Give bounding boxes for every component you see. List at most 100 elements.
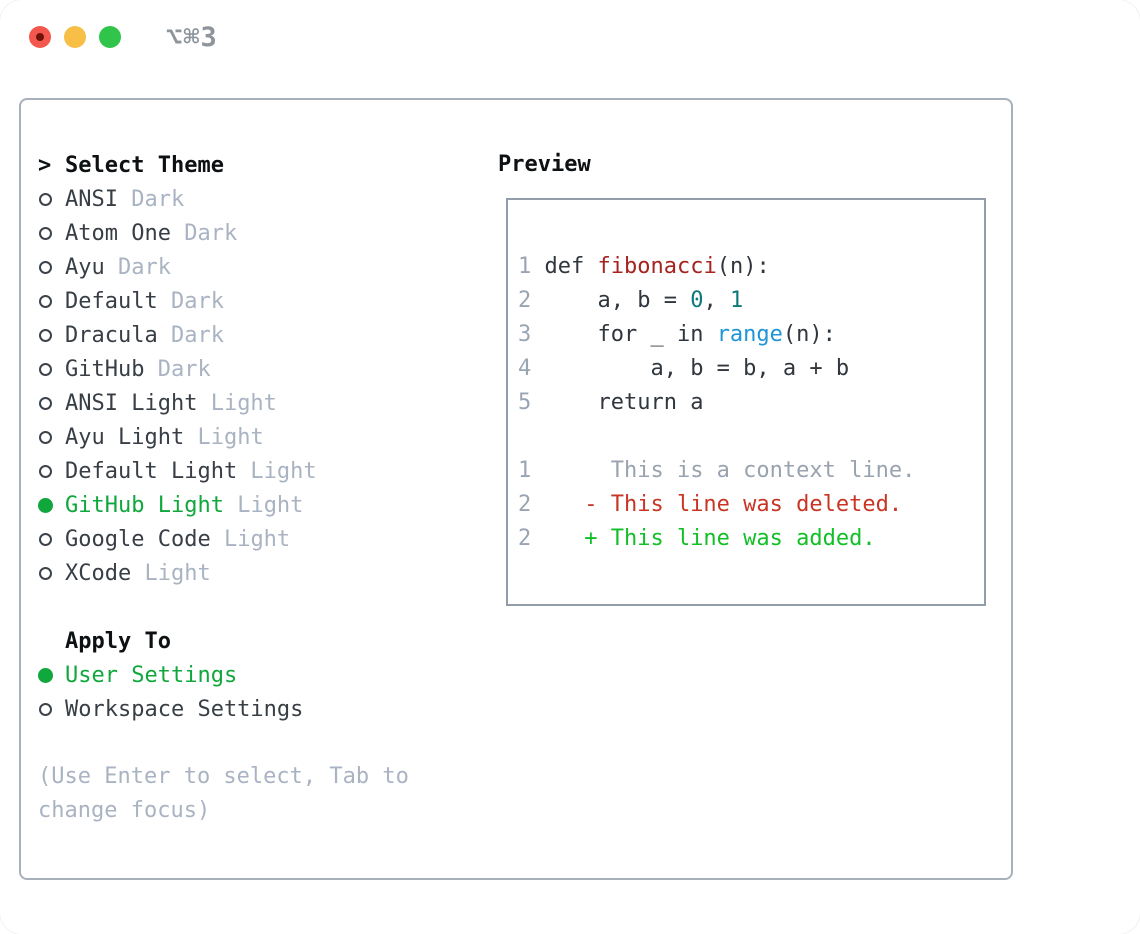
- code-segment: (n):: [782, 322, 836, 347]
- theme-option[interactable]: Ayu Dark: [38, 250, 478, 284]
- preview-title: Preview: [498, 152, 591, 177]
- code-segment: + This line was added.: [531, 526, 876, 551]
- zoom-button[interactable]: [99, 26, 121, 48]
- option-variant: Dark: [144, 356, 211, 382]
- apply-to-option[interactable]: Workspace Settings: [38, 692, 478, 726]
- preview-line: 4 a, b = b, a + b: [518, 352, 984, 386]
- option-label: GitHub Light: [65, 492, 224, 518]
- line-number: 2: [518, 526, 532, 551]
- hint-line-1: (Use Enter to select, Tab to: [38, 764, 409, 789]
- option-label: ANSI Light: [65, 390, 198, 416]
- option-variant: Light: [237, 458, 317, 484]
- select-theme-title: Select Theme: [65, 152, 224, 178]
- option-variant: Light: [131, 560, 211, 586]
- radio-selected-icon: [38, 497, 53, 513]
- radio-slot: [38, 430, 65, 444]
- line-number: 5: [518, 390, 532, 415]
- theme-option[interactable]: XCode Light: [38, 556, 478, 590]
- line-number: 1: [518, 254, 532, 279]
- code-segment: 0: [690, 288, 704, 313]
- line-number: 2: [518, 492, 532, 517]
- close-button[interactable]: [29, 26, 51, 48]
- code-segment: (n):: [716, 254, 770, 279]
- radio-slot: [38, 702, 65, 716]
- select-theme-header: > Select Theme: [38, 148, 478, 182]
- radio-icon: [39, 702, 52, 716]
- radio-icon: [39, 362, 52, 376]
- radio-slot: [38, 464, 65, 478]
- focus-caret-icon: >: [38, 152, 52, 178]
- code-segment: This is a context line.: [531, 458, 916, 483]
- option-label: Ayu Light: [65, 424, 185, 450]
- radio-icon: [39, 328, 52, 342]
- theme-option[interactable]: Google Code Light: [38, 522, 478, 556]
- radio-slot: [38, 294, 65, 308]
- radio-icon: [39, 192, 52, 206]
- theme-option[interactable]: Atom One Dark: [38, 216, 478, 250]
- radio-slot: [38, 566, 65, 580]
- radio-icon: [39, 260, 52, 274]
- option-label: XCode: [65, 560, 132, 586]
- preview-line: 2 a, b = 0, 1: [518, 284, 984, 318]
- radio-selected-icon: [38, 667, 53, 683]
- option-variant: Light: [210, 526, 291, 552]
- theme-option[interactable]: Default Dark: [38, 284, 478, 318]
- option-label: Default Light: [65, 458, 238, 484]
- option-variant: Light: [223, 492, 304, 518]
- theme-option[interactable]: Default Light Light: [38, 454, 478, 488]
- theme-option[interactable]: GitHub Dark: [38, 352, 478, 386]
- radio-icon: [39, 396, 52, 410]
- radio-icon: [39, 532, 52, 546]
- code-segment: range: [716, 322, 783, 347]
- code-segment: return a: [531, 390, 704, 415]
- radio-slot: [38, 497, 65, 513]
- option-label: Workspace Settings: [65, 696, 304, 722]
- preview-line: 1 This is a context line.: [518, 454, 984, 488]
- radio-slot: [38, 192, 65, 206]
- option-variant: Light: [184, 424, 264, 450]
- code-segment: a, b =: [531, 288, 691, 313]
- radio-icon: [39, 464, 52, 478]
- option-variant: Dark: [157, 288, 224, 314]
- theme-option[interactable]: ANSI Dark: [38, 182, 478, 216]
- code-segment: def: [531, 254, 598, 279]
- preview-line: 3 for _ in range(n):: [518, 318, 984, 352]
- apply-to-title: Apply To: [65, 628, 171, 654]
- option-label: User Settings: [65, 662, 238, 688]
- code-segment: 1: [729, 288, 744, 313]
- line-number: 1: [518, 458, 532, 483]
- radio-slot: [38, 362, 65, 376]
- radio-slot: [38, 328, 65, 342]
- apply-to-option[interactable]: User Settings: [38, 658, 478, 692]
- window-shortcut-label: ⌥⌘3: [166, 22, 218, 53]
- code-segment: ,: [703, 288, 730, 313]
- preview-line: 2 - This line was deleted.: [518, 488, 984, 522]
- option-label: ANSI: [65, 186, 118, 212]
- code-segment: - This line was deleted.: [531, 492, 903, 517]
- minimize-button[interactable]: [64, 26, 86, 48]
- hint-text: (Use Enter to select, Tab to change focu…: [38, 760, 478, 828]
- code-segment: a, b = b, a + b: [531, 356, 850, 381]
- option-variant: Light: [197, 390, 277, 416]
- radio-icon: [39, 226, 52, 240]
- preview-line: 2 + This line was added.: [518, 522, 984, 556]
- focus-marker-slot: >: [38, 153, 65, 178]
- theme-option[interactable]: ANSI Light Light: [38, 386, 478, 420]
- titlebar: ⌥⌘3: [0, 0, 1140, 74]
- theme-option[interactable]: Dracula Dark: [38, 318, 478, 352]
- theme-option[interactable]: GitHub Light Light: [38, 488, 478, 522]
- preview-line: [518, 420, 984, 454]
- code-segment: fibonacci: [597, 254, 717, 279]
- radio-icon: [39, 430, 52, 444]
- line-number: 2: [518, 288, 532, 313]
- option-label: Atom One: [65, 220, 171, 246]
- theme-option[interactable]: Ayu Light Light: [38, 420, 478, 454]
- radio-slot: [38, 396, 65, 410]
